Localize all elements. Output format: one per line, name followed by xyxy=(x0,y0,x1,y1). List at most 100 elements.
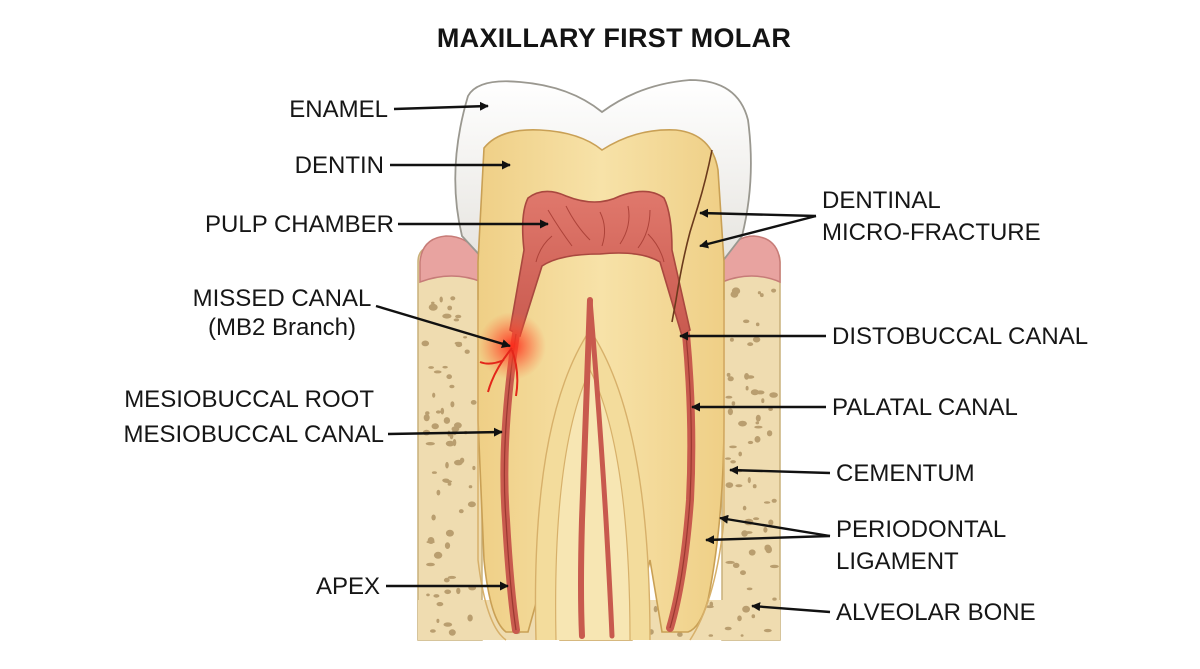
bone-pore xyxy=(430,629,436,633)
bone-pore xyxy=(445,529,454,537)
bone-pore xyxy=(731,401,736,406)
bone-pore xyxy=(440,407,445,415)
bone-pore xyxy=(708,634,714,637)
bone-pore xyxy=(443,622,453,627)
bone-pore xyxy=(764,545,772,552)
ligament-line-left xyxy=(477,300,507,641)
bone-pore xyxy=(454,422,462,429)
bone-pore xyxy=(744,373,750,380)
bone-pore xyxy=(450,296,456,301)
bone-pore xyxy=(426,562,435,567)
arrow-ligament-a xyxy=(719,514,831,538)
bone-pore xyxy=(725,395,733,399)
bone-pore xyxy=(449,384,455,389)
bone-pore xyxy=(747,440,754,445)
bone-pore xyxy=(445,461,449,469)
bone-pore xyxy=(761,398,765,404)
diagram-title: MAXILLARY FIRST MOLAR xyxy=(437,23,791,53)
bone-pore xyxy=(431,471,437,474)
bone-pore xyxy=(727,376,734,382)
bone-pore xyxy=(444,542,451,549)
label-periodontal: PERIODONTAL xyxy=(836,516,1006,543)
bone-pore xyxy=(742,505,747,511)
palatal-canal-path xyxy=(578,297,593,639)
bone-pore xyxy=(771,498,777,503)
arrow-cementum xyxy=(729,465,831,475)
bone-pore xyxy=(444,589,452,595)
label-mesiobuccal-canal: MESIOBUCCAL CANAL xyxy=(123,421,384,448)
pulp-chamber-shape xyxy=(509,190,691,338)
bone-pore xyxy=(766,430,773,437)
bone-pore xyxy=(755,421,760,425)
bone-pore xyxy=(425,411,430,415)
bone-pore xyxy=(467,614,473,622)
pulp-vessels xyxy=(535,205,665,263)
bone-pore xyxy=(769,392,778,398)
arrow-alveolar-bone xyxy=(751,602,831,614)
bone-pore xyxy=(738,420,747,427)
bone-pore xyxy=(748,549,756,556)
bone-pore xyxy=(759,293,764,298)
bone-pore xyxy=(449,432,454,440)
bone-pore xyxy=(464,349,470,354)
bone-pore xyxy=(448,629,456,636)
micro-fracture-crack xyxy=(671,149,713,323)
bone-pore xyxy=(433,370,442,374)
missed-canal-infection xyxy=(478,312,546,380)
bone-pore xyxy=(752,336,761,343)
bone-pore xyxy=(746,587,753,591)
bone-pore xyxy=(743,319,750,324)
bone-pore xyxy=(735,484,743,488)
bone-pore xyxy=(436,489,441,496)
bone-pore xyxy=(745,385,749,391)
bone-pore xyxy=(453,318,460,322)
bone-pore xyxy=(423,414,430,422)
label-palatal-canal: PALATAL CANAL xyxy=(832,394,1018,421)
bone-pore xyxy=(468,485,473,489)
label-enamel: ENAMEL xyxy=(289,96,388,123)
label-pulp-chamber: PULP CHAMBER xyxy=(205,211,394,238)
bone-pore xyxy=(472,465,476,471)
bone-pore xyxy=(740,634,744,637)
bone-pore xyxy=(431,301,435,305)
bone-pore xyxy=(428,366,434,369)
bone-pore xyxy=(439,296,443,303)
bone-pore xyxy=(729,337,734,342)
arrow-missed-canal xyxy=(375,304,511,348)
bone-pore xyxy=(742,605,750,613)
label-dentin: DENTIN xyxy=(295,152,384,179)
bone-pore xyxy=(725,482,734,488)
bone-pore xyxy=(751,614,756,619)
bone-pore xyxy=(754,436,761,443)
bone-pore xyxy=(458,509,464,514)
label-apex: APEX xyxy=(316,573,380,600)
bone-pore xyxy=(436,602,444,607)
bone-pore xyxy=(732,562,740,569)
bone-pore xyxy=(431,514,436,521)
bone-pore xyxy=(750,389,760,396)
bone-pore xyxy=(432,392,436,398)
bone-pore xyxy=(729,445,737,449)
bone-pore xyxy=(741,530,748,537)
label-alveolar-bone: ALVEOLAR BONE xyxy=(836,599,1036,626)
bone-pore xyxy=(425,442,435,446)
arrow-fracture-b xyxy=(699,214,817,249)
bone-pore xyxy=(727,408,734,416)
mb2-branch xyxy=(479,347,519,397)
bone-pore xyxy=(755,414,761,422)
bone-pore xyxy=(768,407,773,412)
bone-pore xyxy=(436,618,440,624)
bone-pore xyxy=(752,484,757,489)
bone-pore xyxy=(730,291,739,298)
bone-pore xyxy=(459,457,465,463)
arrow-fracture-a xyxy=(699,208,817,218)
bone-pore xyxy=(427,537,435,544)
bone-pore xyxy=(463,336,468,339)
label-mesiobuccal-root: MESIOBUCCAL ROOT xyxy=(124,386,374,413)
bone-pore xyxy=(747,477,751,484)
bone-pore xyxy=(431,423,439,430)
bone-pore xyxy=(445,440,455,447)
bone-pore xyxy=(740,570,746,576)
bone-pore xyxy=(428,303,438,311)
arrow-mesiobuccal-canal xyxy=(387,427,503,437)
